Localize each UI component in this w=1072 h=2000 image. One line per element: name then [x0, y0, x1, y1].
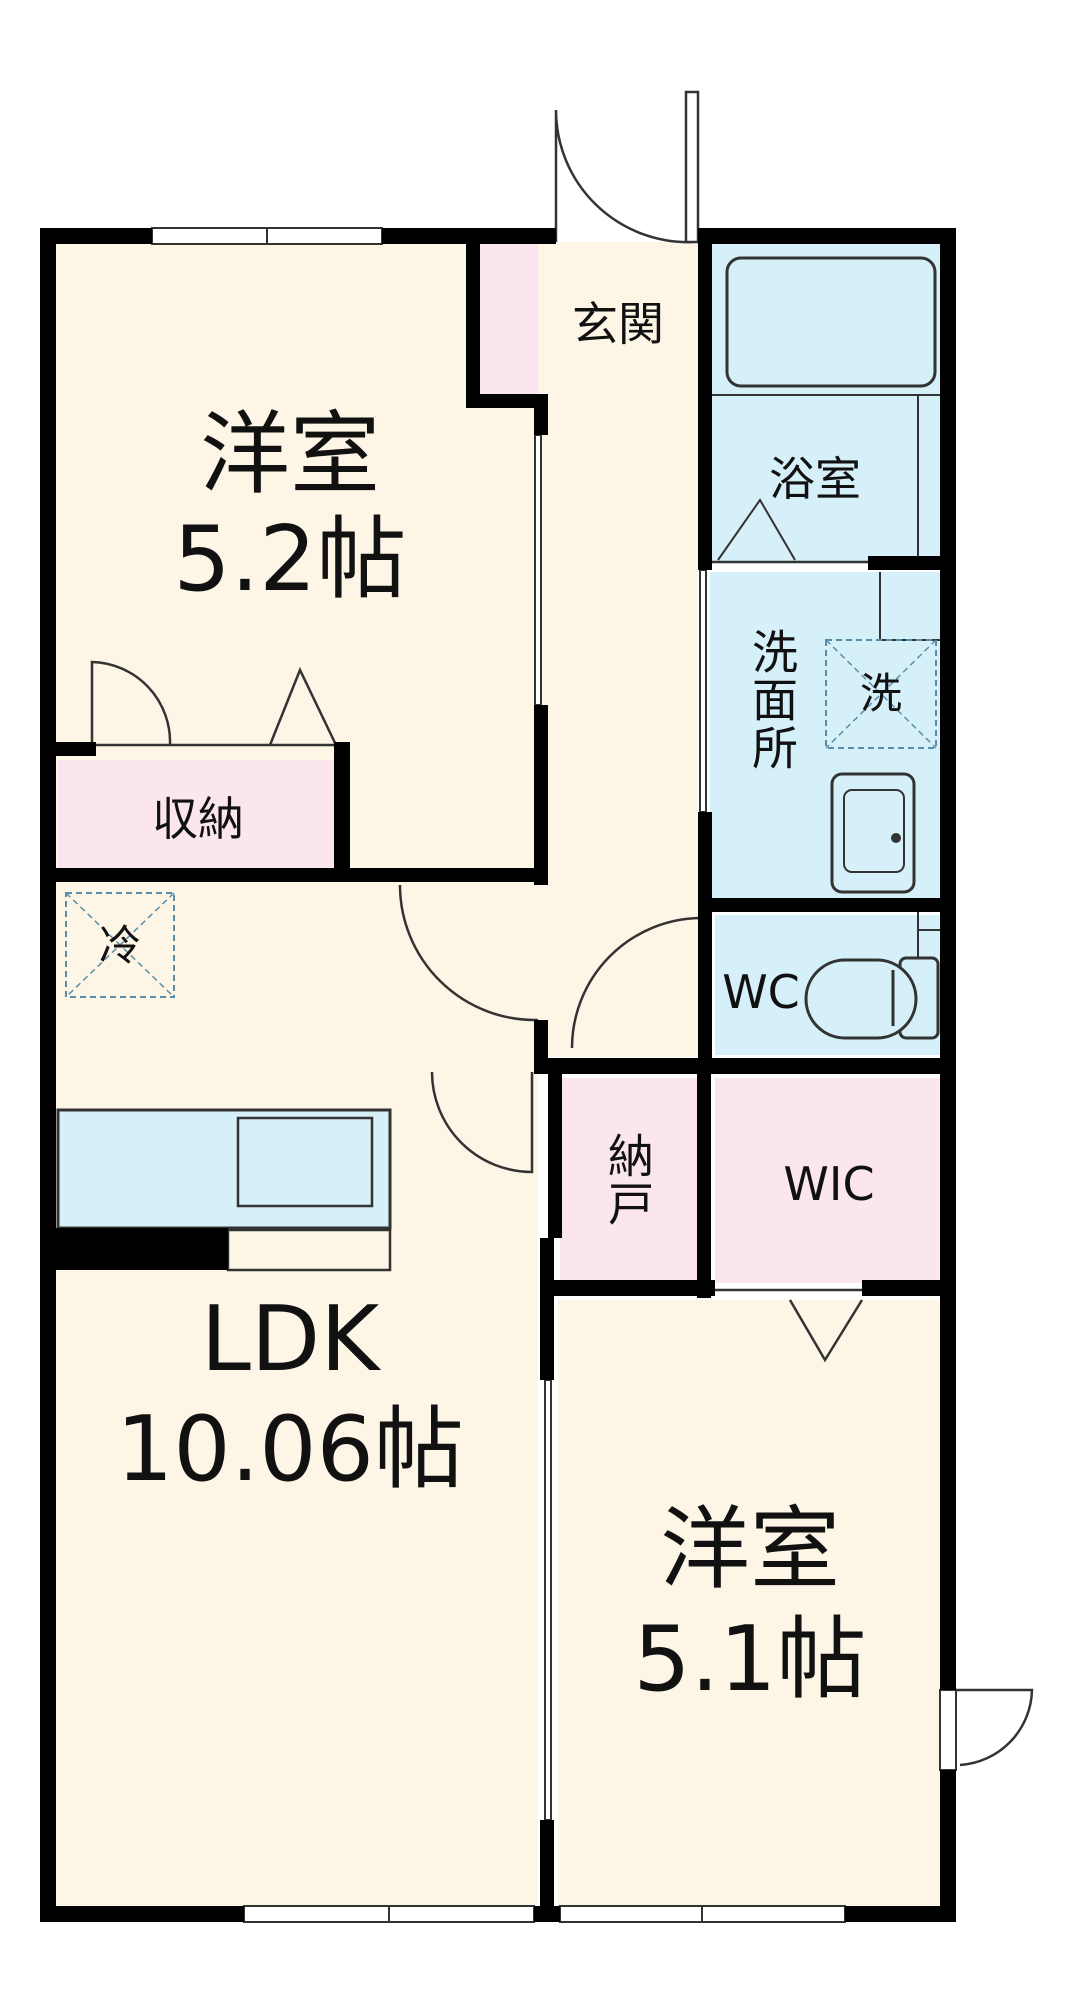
bathroom-name: 浴室 — [769, 452, 861, 506]
wall-shoe-closet-south — [466, 394, 548, 408]
western-room-south-name: 洋室 — [660, 1497, 840, 1602]
appliance-spaces — [65, 639, 937, 998]
washer-space-diagonal-2 — [825, 639, 937, 749]
wall-wet-west-mid — [698, 812, 712, 1068]
wall-exterior-west — [40, 228, 56, 1922]
kitchen-back-counter — [226, 1228, 392, 1272]
wall-pantry-divider — [697, 1058, 711, 1298]
wic-door-swing — [788, 1299, 864, 1363]
wall-exterior-east-a — [940, 228, 956, 1690]
washroom-name: 洗面所 — [745, 628, 799, 772]
floor-fills — [48, 242, 943, 1915]
toilet-name: WC — [722, 965, 800, 1019]
fridge-space — [65, 892, 175, 998]
ldk-door-swing — [398, 884, 539, 1022]
wall-ldk-east-upper — [540, 1238, 554, 1380]
wall-shoe-closet-west — [466, 228, 480, 406]
toilet-bowl — [804, 958, 918, 1040]
wall-wc-south — [534, 1058, 956, 1074]
room-labels: 洋室 5.2帖 LDK 10.06帖 洋室 5.1帖 玄関 浴室 収納 WC W… — [99, 297, 902, 1712]
wall-kitchen-pillar — [48, 1228, 228, 1270]
bathtub — [725, 256, 937, 388]
wall-wash-south — [698, 898, 956, 912]
pantry-name: 納戸 — [601, 1132, 655, 1228]
wall-closet-top — [48, 742, 96, 756]
wall-wet-west-upper — [698, 228, 712, 570]
wall-closet-right — [334, 742, 350, 870]
washer-space-diagonal — [825, 639, 937, 749]
closet-door-swing — [90, 660, 172, 746]
floor-entrance-step — [538, 242, 698, 400]
washer-space — [825, 639, 937, 749]
floor-western-room-south — [558, 1300, 943, 1915]
floor-storage-closet — [58, 760, 343, 868]
front-door-leaf — [684, 90, 700, 244]
balcony-door-swing — [955, 1688, 1034, 1767]
fridge-space-label: 冷 — [99, 921, 141, 970]
floor-wic — [715, 1078, 943, 1283]
washer-space-label: 洗 — [860, 669, 902, 718]
western-room-north-size: 5.2帖 — [173, 507, 406, 612]
kitchen-counter — [56, 1108, 392, 1272]
wall-exterior-south-a — [40, 1906, 244, 1922]
western-room-south-size: 5.1帖 — [633, 1607, 866, 1712]
ldk-pantry-door-swing — [430, 1071, 534, 1174]
floor-ldk — [48, 875, 538, 1915]
wall-hall-west-upper — [534, 394, 548, 435]
washbasin — [830, 772, 916, 894]
floor-pantry — [560, 1078, 697, 1283]
wall-exterior-east-b — [940, 1770, 956, 1922]
door-swings — [90, 90, 1034, 1767]
wall-hall-west-mid — [534, 705, 548, 885]
western-room-north-name: 洋室 — [200, 402, 380, 507]
sliding-door-washroom — [699, 569, 707, 813]
bath-fixtures — [710, 256, 943, 1040]
wall-ldk-east-lower — [540, 1820, 554, 1920]
ldk-name: LDK — [201, 1287, 381, 1392]
washbasin-bowl — [843, 789, 905, 873]
window-balcony-door — [939, 1689, 957, 1771]
wall-exterior-north-a — [40, 228, 152, 244]
walls — [40, 228, 956, 1922]
ldk-size: 10.06帖 — [116, 1397, 464, 1502]
entrance-name: 玄関 — [572, 297, 664, 351]
sliding-door-north-room — [534, 434, 542, 706]
sliding-door-south-room — [544, 1379, 552, 1821]
wall-exterior-south-c — [845, 1906, 956, 1922]
floor-shoe-closet — [478, 242, 538, 394]
hall-door-swing — [570, 916, 702, 1049]
closet-folding-door — [268, 666, 338, 746]
storage-closet-name: 収納 — [152, 792, 244, 846]
bath-door-swing — [717, 498, 796, 561]
washbasin-drain — [891, 833, 901, 843]
wall-exterior-north-c — [698, 228, 956, 244]
wall-bath-south — [868, 556, 956, 570]
fridge-space-diagonal-2 — [65, 892, 175, 998]
kitchen-sink — [236, 1116, 374, 1208]
wall-north-room-south — [48, 868, 548, 882]
wall-wic-south — [862, 1280, 956, 1296]
front-door-swing — [554, 109, 693, 244]
walk-in-closet-name: WIC — [783, 1157, 874, 1211]
wall-storage-south — [548, 1280, 715, 1296]
kitchen-counter-top — [56, 1108, 392, 1230]
wall-pantry-west — [548, 1058, 562, 1238]
